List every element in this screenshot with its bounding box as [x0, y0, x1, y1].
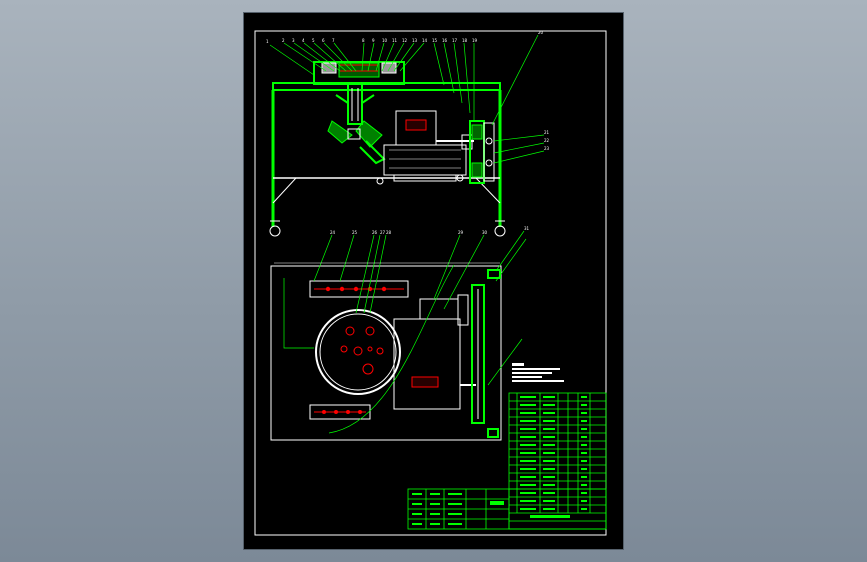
top-view — [270, 265, 502, 441]
svg-text:9: 9 — [372, 38, 375, 43]
svg-text:13: 13 — [412, 38, 418, 43]
svg-text:25: 25 — [352, 230, 358, 235]
svg-text:28: 28 — [386, 230, 392, 235]
svg-text:24: 24 — [330, 230, 336, 235]
title-block-cells — [412, 493, 570, 525]
svg-text:17: 17 — [452, 38, 458, 43]
bom-cells — [520, 396, 587, 510]
svg-text:7: 7 — [332, 38, 335, 43]
plan-leaders — [283, 230, 527, 434]
svg-text:26: 26 — [372, 230, 378, 235]
svg-text:29: 29 — [458, 230, 464, 235]
svg-text:8: 8 — [362, 38, 365, 43]
svg-text:6: 6 — [322, 38, 325, 43]
technical-notes — [512, 363, 564, 382]
svg-text:1: 1 — [266, 39, 269, 44]
svg-text:22: 22 — [544, 138, 550, 143]
svg-text:10: 10 — [382, 38, 388, 43]
svg-text:5: 5 — [312, 38, 315, 43]
svg-text:21: 21 — [544, 130, 550, 135]
svg-text:14: 14 — [422, 38, 428, 43]
svg-text:27: 27 — [380, 230, 386, 235]
svg-text:18: 18 — [462, 38, 468, 43]
svg-text:23: 23 — [544, 146, 550, 151]
svg-text:30: 30 — [482, 230, 488, 235]
svg-text:12: 12 — [402, 38, 408, 43]
svg-text:2: 2 — [282, 38, 285, 43]
svg-text:4: 4 — [302, 38, 305, 43]
front-view — [269, 61, 506, 237]
svg-text:19: 19 — [472, 38, 478, 43]
outer-frame — [254, 30, 607, 536]
svg-text:15: 15 — [432, 38, 438, 43]
title-block — [407, 488, 607, 530]
svg-text:3: 3 — [292, 38, 295, 43]
svg-text:20: 20 — [538, 30, 544, 35]
svg-text:16: 16 — [442, 38, 448, 43]
svg-text:31: 31 — [524, 226, 530, 231]
svg-text:11: 11 — [392, 38, 398, 43]
front-leaders — [269, 34, 545, 164]
